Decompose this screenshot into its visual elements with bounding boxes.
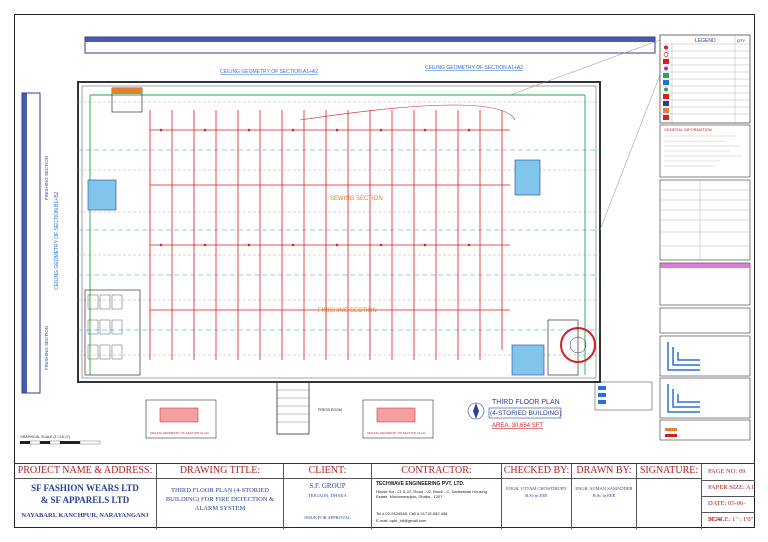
project-name-2: & SF APPARELS LTD — [40, 495, 130, 505]
page-info-cell: PAGE NO: 09 PAPER SIZE: A1 DATE: 05-06-2… — [702, 464, 755, 529]
column-grid — [78, 101, 600, 356]
contractor-header: CONTRACTOR: — [372, 464, 501, 479]
client-city: TEJGAON, DHAKA — [308, 493, 347, 498]
mini-legend — [594, 381, 653, 411]
wall-legend — [659, 419, 751, 441]
client-cell: CLIENT: S.F. GROUP TEJGAON, DHAKA ISSUE … — [284, 464, 372, 529]
stair-label: PRESS ROOM — [318, 408, 342, 412]
drawn-name: ENGR. SUMAN SAMADDER — [575, 486, 633, 491]
drawing-scale: SCALE: 1" : 1'0" — [708, 516, 754, 523]
legend-symbols — [663, 45, 669, 120]
drawn-degree: B.Sc in EEE — [592, 493, 616, 498]
contractor-name: TECHWAVE ENGINEERING PVT. LTD. — [376, 481, 465, 487]
side-label-1: FINISHING SECTION — [44, 156, 49, 200]
legend-title: LEGEND — [695, 38, 716, 44]
signature-cell: SIGNATURE: — [637, 464, 702, 529]
checked-name: ENGR. UTTAM CHOWDHURY — [506, 486, 567, 491]
plan-area: AREA: 30,654 SFT — [492, 423, 543, 429]
sewing-label-2: FINISHING SECTION — [318, 308, 377, 314]
page-no: PAGE NO: 09 — [702, 464, 755, 481]
checked-cell: CHECKED BY: ENGR. UTTAM CHOWDHURY B.Sc i… — [502, 464, 572, 529]
scale-label: GRAPHICAL SCALE (1"=16'-0") — [20, 435, 70, 439]
project-header: PROJECT NAME & ADDRESS: — [14, 464, 156, 479]
contractor-cell: CONTRACTOR: TECHWAVE ENGINEERING PVT. LT… — [372, 464, 502, 529]
sewing-label-1: SEWING SECTION — [330, 196, 383, 202]
toilet-block — [84, 289, 141, 376]
side-label-3: FINISHING SECTION — [44, 326, 49, 370]
contractor-tel: Tel # 02-9124548, Cell # 01715-082 458 — [376, 511, 448, 516]
fire-alarm-wiring — [149, 110, 510, 360]
title-block: PROJECT NAME & ADDRESS: SF FASHION WEARS… — [14, 463, 755, 529]
round-stair — [560, 327, 596, 363]
client-header: CLIENT: — [284, 464, 371, 479]
plan-subtitle: (4-STORIED BUILDING) — [490, 410, 561, 417]
plan-title: THIRD FLOOR PLAN — [492, 399, 560, 406]
scale-bar — [20, 440, 101, 445]
general-info-panel — [659, 124, 751, 178]
detail-note-1: CEILING GEOMETRY OF SECTION A1+A2 — [150, 431, 209, 435]
checked-header: CHECKED BY: — [502, 464, 571, 479]
client-name: S.F. GROUP — [309, 482, 346, 490]
legend-qty-header: QTY — [737, 38, 746, 43]
drawing-date: DATE: 05-06-2024 — [702, 496, 755, 523]
paper-size: PAPER SIZE: A1 — [702, 480, 755, 497]
project-name-1: SF FASHION WEARS LTD — [31, 483, 139, 493]
top-label-1: CEILING GEOMETRY OF SECTION A1+A2 — [220, 69, 318, 75]
notes-box — [659, 262, 751, 306]
drawn-cell: DRAWN BY: ENGR. SUMAN SAMADDER B.Sc in E… — [572, 464, 637, 529]
hose-lines — [89, 94, 586, 375]
right-cyan-room — [514, 159, 541, 196]
detail-note-2: CEILING GEOMETRY OF SECTION A1+A2 — [367, 431, 426, 435]
checked-degree: B.Sc in EEE — [525, 493, 548, 498]
project-cell: PROJECT NAME & ADDRESS: SF FASHION WEARS… — [14, 464, 157, 529]
project-address: NAYABARI, KANCHPUR, NARAYANGANJ — [21, 512, 149, 519]
beam-lines — [78, 149, 600, 331]
right-lift-room — [511, 344, 545, 376]
detail-box-1 — [145, 399, 217, 439]
bottom-stair — [276, 381, 310, 435]
smoke-detectors — [159, 128, 471, 247]
contractor-mail: E-mail: opbt_bd@gmail.com — [376, 518, 427, 523]
drawing-title: THIRD FLOOR PLAN (4-STORIED BUILDING) FO… — [165, 487, 275, 512]
drawing-header: DRAWING TITLE: — [157, 464, 283, 479]
wall-detail-1 — [659, 335, 751, 377]
drawing-sheet — [14, 14, 755, 528]
left-cyan-room — [87, 179, 117, 211]
client-issue: ISSUE FOR APPROVAL — [304, 515, 351, 520]
top-label-2: CEILING GEOMETRY OF SECTION A1+A2 — [425, 65, 523, 71]
contractor-address: House No - 21 & 22, Road - 02, Block - C… — [376, 489, 487, 499]
wall-detail-2 — [659, 377, 751, 419]
notes-box-2 — [659, 307, 751, 334]
building-outline — [77, 81, 601, 383]
detail-box-2 — [362, 399, 434, 439]
general-info-title: GENERAL INFORMATION — [664, 127, 712, 132]
drawing-title-cell: DRAWING TITLE: THIRD FLOOR PLAN (4-STORI… — [157, 464, 284, 529]
side-label-2: CEILING GEOMETRY OF SECTION B1+B2 — [54, 191, 60, 290]
drawn-header: DRAWN BY: — [572, 464, 636, 479]
signature-header: SIGNATURE: — [637, 464, 701, 479]
